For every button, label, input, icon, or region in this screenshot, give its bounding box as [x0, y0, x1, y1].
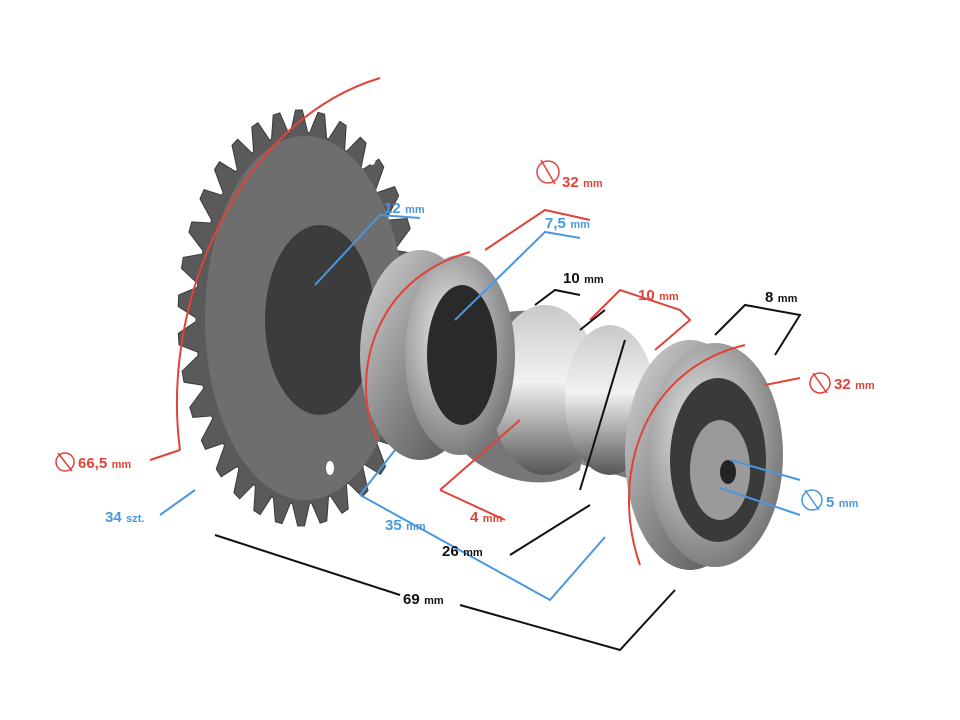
label-cam-lift: 4 mm: [470, 509, 503, 526]
label-cam-width-1: 10 mm: [563, 270, 604, 287]
left-bearing: [360, 250, 515, 460]
label-right-bearing-diameter: 32 mm: [809, 372, 875, 394]
diameter-icon: [536, 159, 560, 185]
diameter-icon: [809, 372, 831, 394]
sprocket: [177, 109, 423, 527]
svg-text:5 mm: 5 mm: [826, 494, 859, 511]
label-total-length: 69 mm: [403, 591, 444, 608]
diameter-icon: [55, 452, 75, 472]
label-bore-diameter: 5 mm: [801, 489, 859, 511]
label-left-bearing-inner: 7,5 mm: [545, 215, 590, 232]
label-sprocket-diameter: 66,5 mm: [55, 452, 131, 472]
label-cam-width-2: 10 mm: [638, 287, 679, 304]
label-hub-width: 12 mm: [384, 200, 425, 217]
svg-text:32 mm: 32 mm: [834, 376, 875, 393]
dimension-lines: [149, 77, 802, 652]
svg-text:66,5 mm: 66,5 mm: [78, 455, 131, 472]
diameter-icon: [801, 489, 823, 511]
value: 66,5: [78, 455, 107, 472]
label-length-26: 26 mm: [442, 543, 483, 560]
label-left-bearing-diameter: 32 mm: [536, 159, 603, 191]
label-right-bearing-width: 8 mm: [765, 289, 798, 306]
label-length-35: 35 mm: [385, 517, 426, 534]
unit: mm: [112, 459, 132, 471]
right-bearing: [625, 340, 783, 570]
svg-text:32 mm: 32 mm: [562, 174, 603, 191]
label-teeth-count: 34 szt.: [105, 509, 144, 526]
